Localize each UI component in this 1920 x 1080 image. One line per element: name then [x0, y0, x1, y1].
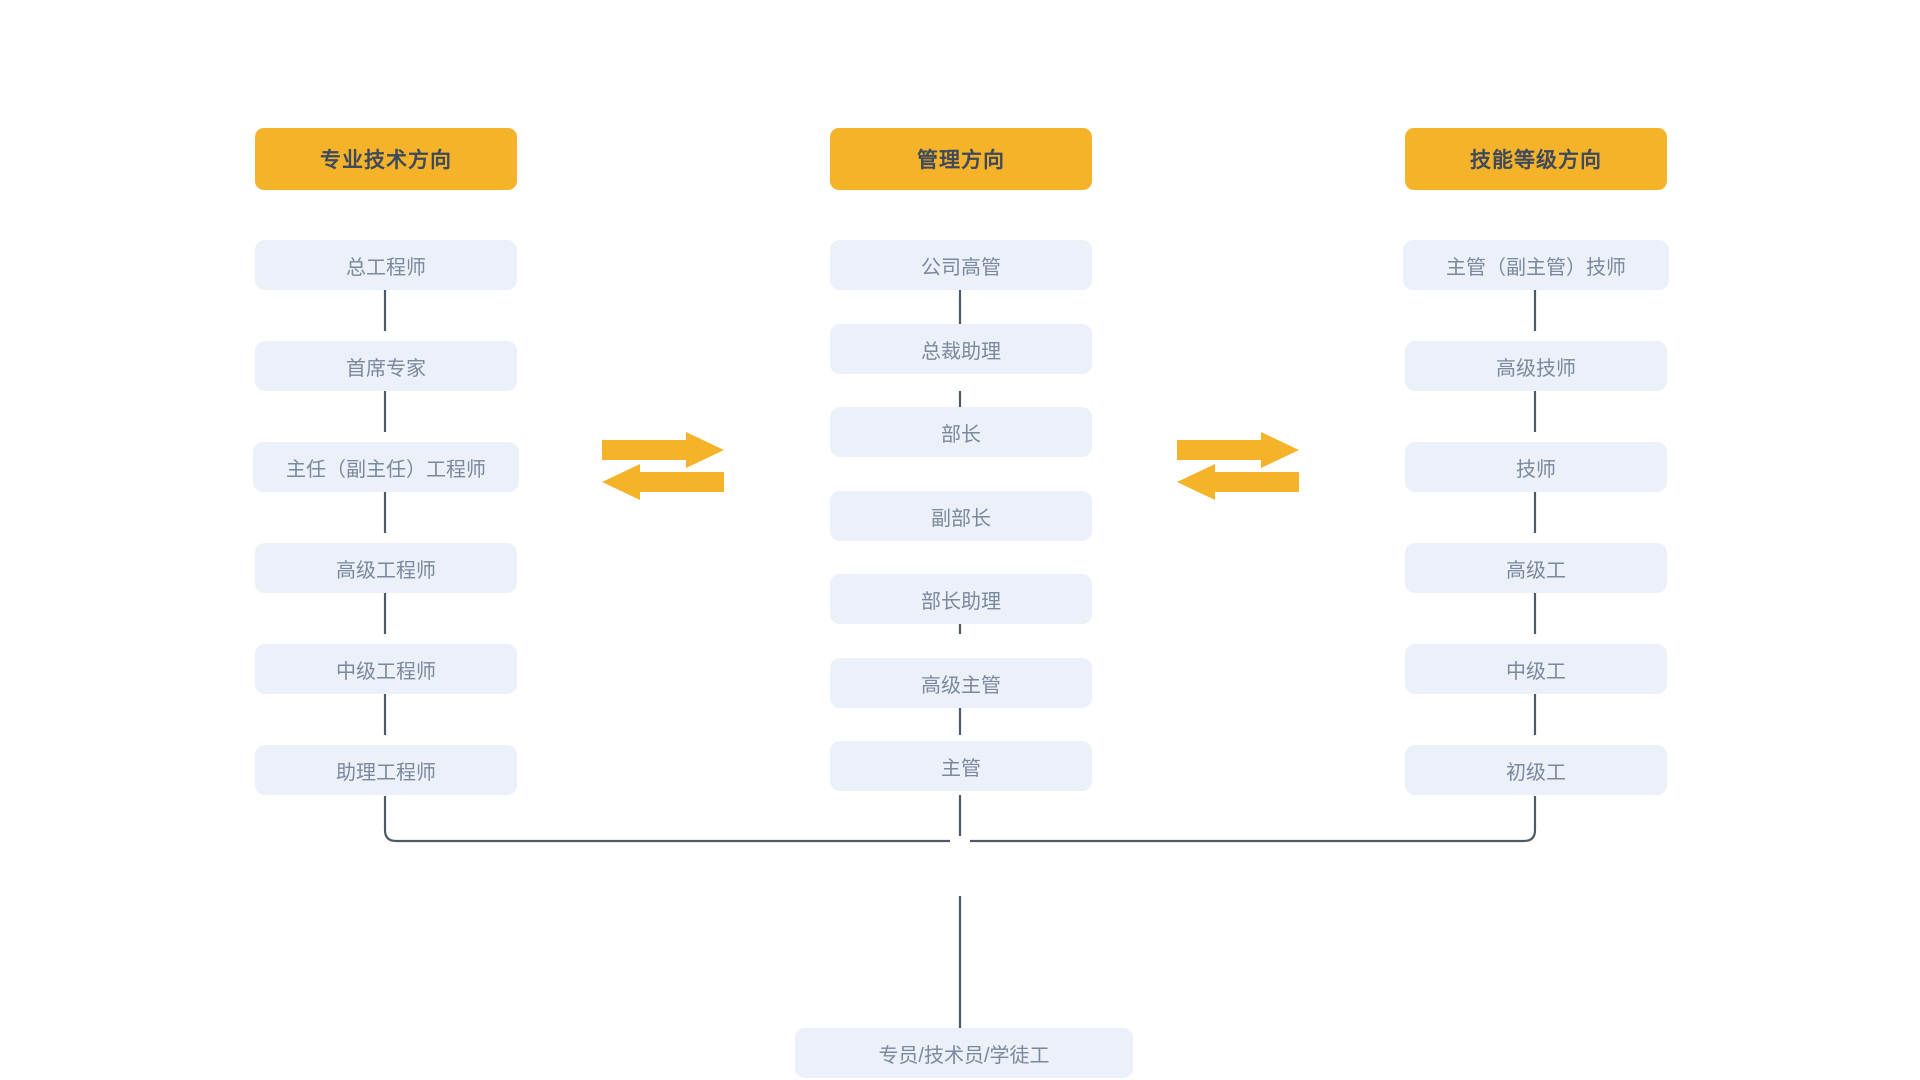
node-management-2[interactable]: 部长 [830, 407, 1092, 457]
node-management-0[interactable]: 公司高管 [830, 240, 1092, 290]
node-skill-5[interactable]: 初级工 [1405, 745, 1667, 795]
exchange-arrows-left [598, 432, 728, 500]
node-management-5[interactable]: 高级主管 [830, 658, 1092, 708]
node-management-6[interactable]: 主管 [830, 741, 1092, 791]
column-header-skill: 技能等级方向 [1405, 128, 1667, 190]
node-technical-2[interactable]: 主任（副主任）工程师 [253, 442, 519, 492]
node-management-4[interactable]: 部长助理 [830, 574, 1092, 624]
column-header-technical: 专业技术方向 [255, 128, 517, 190]
arrow-right-icon [1177, 432, 1299, 468]
node-skill-1[interactable]: 高级技师 [1405, 341, 1667, 391]
node-technical-1[interactable]: 首席专家 [255, 341, 517, 391]
node-skill-0[interactable]: 主管（副主管）技师 [1403, 240, 1669, 290]
node-skill-4[interactable]: 中级工 [1405, 644, 1667, 694]
node-technical-5[interactable]: 助理工程师 [255, 745, 517, 795]
node-technical-0[interactable]: 总工程师 [255, 240, 517, 290]
arrow-left-icon [1177, 464, 1299, 500]
node-skill-2[interactable]: 技师 [1405, 442, 1667, 492]
node-management-3[interactable]: 副部长 [830, 491, 1092, 541]
exchange-arrows-right [1173, 432, 1303, 500]
node-base[interactable]: 专员/技术员/学徒工 [795, 1028, 1133, 1078]
node-technical-3[interactable]: 高级工程师 [255, 543, 517, 593]
node-management-1[interactable]: 总裁助理 [830, 324, 1092, 374]
arrow-right-icon [602, 432, 724, 468]
column-header-management: 管理方向 [830, 128, 1092, 190]
node-technical-4[interactable]: 中级工程师 [255, 644, 517, 694]
node-skill-3[interactable]: 高级工 [1405, 543, 1667, 593]
arrow-left-icon [602, 464, 724, 500]
